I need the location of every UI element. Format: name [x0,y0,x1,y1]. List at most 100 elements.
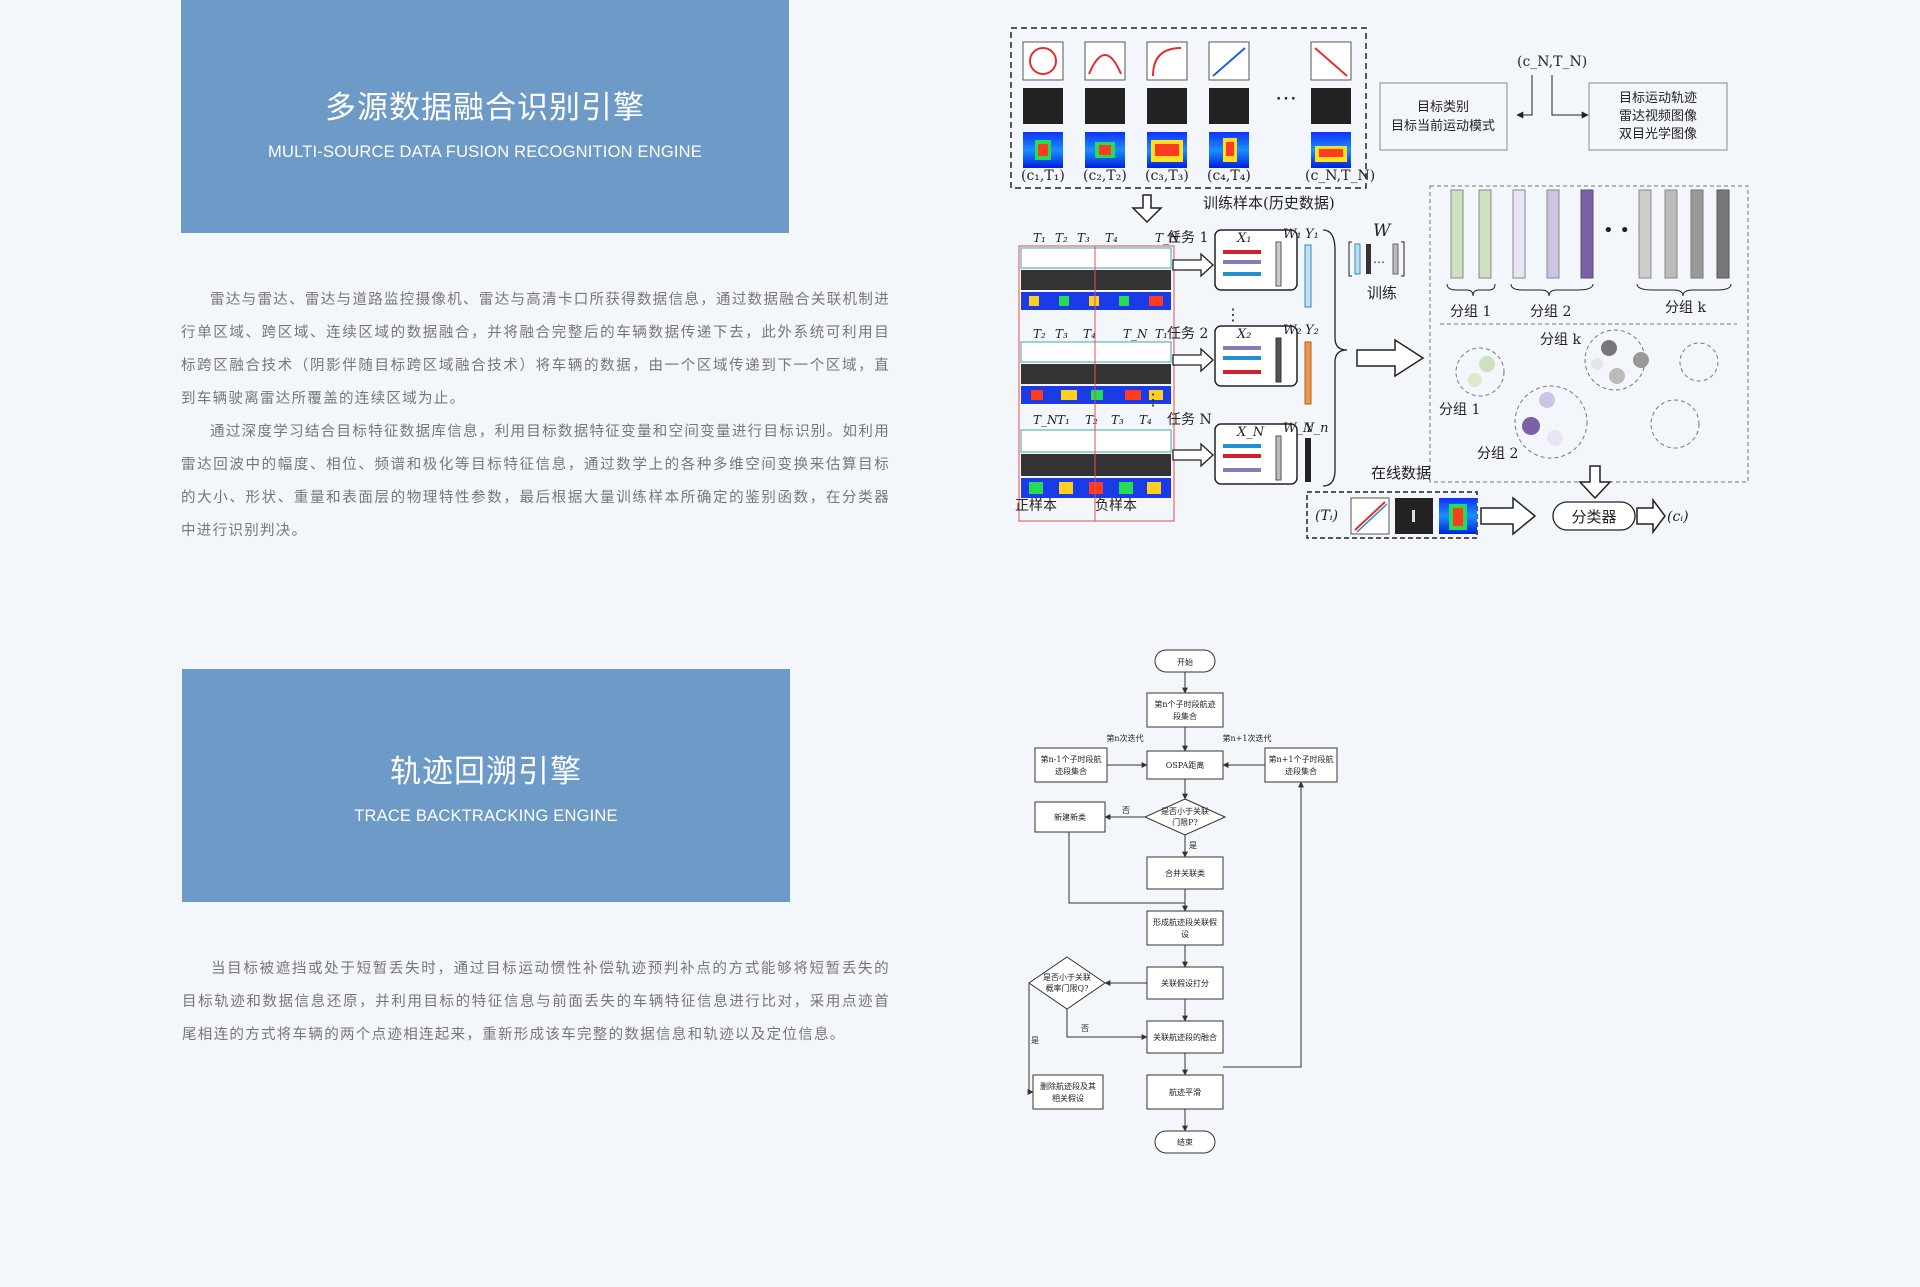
flow-hypothesis [1146,910,1224,946]
svg-text:T₁: T₁ [1033,231,1046,245]
svg-text:W₂: W₂ [1283,323,1302,338]
trace-backtracking-flowchart: 开始 第n个子时段航迹 段集合 第n次迭代 第n+1次迭代 第n-1个子时段航 … [1027,649,1338,1154]
svg-text:概率门限Q?: 概率门限Q? [1046,983,1089,993]
training-samples-box [1010,27,1367,189]
flow-n-segment [1146,692,1224,728]
section-subtitle: MULTI-SOURCE DATA FUSION RECOGNITION ENG… [268,142,702,161]
flow-decision-q [1028,956,1106,1010]
flow-score [1146,966,1224,1000]
svg-text:第n次迭代: 第n次迭代 [1106,733,1143,743]
svg-text:⋮: ⋮ [1225,305,1241,324]
fusion-recognition-diagram: ⋯ (c₁,T₁) (c₂,T₂) (c₃,T₃) (c₄,T₄) (c_N,T… [1010,27,1749,539]
online-data-label: 在线数据 [1371,464,1431,482]
svg-text:是否小于关联: 是否小于关联 [1161,806,1209,816]
svg-text:航迹平滑: 航迹平滑 [1169,1087,1201,1097]
section-subtitle: TRACE BACKTRACKING ENGINE [354,806,618,825]
positive-samples-label: 正样本 [1015,498,1057,514]
classifier-node [1552,501,1636,531]
svg-text:第n+1个子时段航: 第n+1个子时段航 [1269,754,1334,764]
section-banner-trace: 轨迹回溯引擎 TRACE BACKTRACKING ENGINE [182,669,790,902]
svg-text:(cᵢ): (cᵢ) [1667,509,1689,525]
svg-text:⋯: ⋯ [1275,86,1297,111]
svg-text:T_N: T_N [1123,327,1148,341]
svg-text:分组 2: 分组 2 [1477,446,1518,462]
sample-label: (c₂,T₂) [1083,168,1127,184]
svg-text:第n-1个子时段航: 第n-1个子时段航 [1041,754,1102,764]
svg-text:T_N: T_N [1155,231,1180,245]
paragraph: 通过深度学习结合目标特征数据库信息，利用目标数据特征变量和空间变量进行目标识别。… [181,424,890,539]
svg-text:目标类别: 目标类别 [1417,100,1469,115]
svg-text:目标当前运动模式: 目标当前运动模式 [1391,118,1495,134]
svg-text:Y₂: Y₂ [1305,323,1319,338]
svg-text:分类器: 分类器 [1571,508,1616,526]
svg-text:T_N: T_N [1033,413,1058,427]
section-title: 多源数据融合识别引擎 [325,89,645,126]
svg-text:T₁: T₁ [1057,413,1070,427]
svg-text:门限P?: 门限P? [1172,817,1198,827]
svg-text:迹段集合: 迹段集合 [1285,766,1317,776]
svg-text:段集合: 段集合 [1173,711,1197,721]
group-bars: • • • [1450,189,1730,279]
svg-text:X_N: X_N [1236,425,1265,440]
task-label: 任务 1 [1167,230,1208,246]
svg-text:相关假设: 相关假设 [1052,1093,1084,1103]
svg-text:Y_n: Y_n [1305,421,1328,436]
svg-text:X₂: X₂ [1236,327,1251,342]
svg-text:T₂: T₂ [1085,413,1098,427]
training-samples-label: 训练样本(历史数据) [1203,194,1335,212]
top-node-label: (c_N,T_N) [1517,54,1587,70]
right-arrow-icon [1356,338,1425,378]
svg-text:合并关联类: 合并关联类 [1165,868,1205,878]
svg-text:结束: 结束 [1177,1137,1193,1147]
sample-label: (c₁,T₁) [1021,168,1065,184]
paragraph: 雷达与雷达、雷达与道路监控摄像机、雷达与高清卡口所获得数据信息，通过数据融合关联… [181,292,890,407]
svg-text:T₃: T₃ [1077,231,1090,245]
svg-text:⋮: ⋮ [1145,390,1161,409]
flow-decision-p [1143,798,1227,836]
svg-text:T₂: T₂ [1055,231,1068,245]
svg-text:分组 k: 分组 k [1540,332,1581,348]
svg-text:开始: 开始 [1177,657,1193,667]
task-label: 任务 N [1167,412,1212,428]
w-main-label: W [1373,221,1392,241]
negative-samples-label: 负样本 [1095,498,1137,514]
svg-text:T₂: T₂ [1033,327,1046,341]
flow-smooth [1146,1074,1224,1110]
task-feature-boxes [1214,229,1298,485]
task-label: 任务 2 [1167,326,1208,342]
svg-text:分组 k: 分组 k [1665,300,1706,316]
svg-text:设: 设 [1181,929,1189,939]
down-arrow-icon [1578,465,1612,500]
section-banner-fusion: 多源数据融合识别引擎 MULTI-SOURCE DATA FUSION RECO… [181,0,789,233]
svg-text:OSPA距离: OSPA距离 [1166,760,1204,770]
svg-text:W_N: W_N [1283,421,1315,436]
svg-text:否: 否 [1081,1024,1089,1033]
svg-text:⋯: ⋯ [1373,255,1385,269]
svg-text:是: 是 [1189,841,1197,850]
task-sample-stacks: T₁ T₂ T₃ T₄ T_N T₂ T₃ T₄ T_N T₁ T_N T₁ T… [1018,231,1180,522]
svg-text:W₁: W₁ [1283,227,1302,242]
svg-text:• • •: • • • [1603,220,1646,241]
paragraph: 当目标被遮挡或处于短暂丢失时，通过目标运动惯性补偿轨迹预判补点的方式能够将短暂丢… [182,961,890,1043]
svg-text:X₁: X₁ [1236,231,1251,246]
svg-text:T₄: T₄ [1105,231,1118,245]
svg-text:雷达视频图像: 雷达视频图像 [1619,109,1697,124]
flow-prev-segment [1034,747,1108,783]
section-description: 当目标被遮挡或处于短暂丢失时，通过目标运动惯性补偿轨迹预判补点的方式能够将短暂丢… [182,953,890,1052]
svg-text:双目光学图像: 双目光学图像 [1619,126,1697,142]
sample-label: (c₄,T₄) [1207,168,1251,184]
svg-text:目标运动轨迹: 目标运动轨迹 [1619,91,1697,106]
svg-text:T₄: T₄ [1139,413,1152,427]
right-arrow-icon [1480,496,1537,536]
svg-text:删除航迹段及其: 删除航迹段及其 [1040,1081,1096,1091]
train-label: 训练 [1367,284,1397,302]
svg-text:分组 1: 分组 1 [1450,304,1491,320]
section-description: 雷达与雷达、雷达与道路监控摄像机、雷达与高清卡口所获得数据信息，通过数据融合关联… [181,284,890,548]
svg-text:关联假设打分: 关联假设打分 [1161,978,1209,988]
svg-text:是: 是 [1031,1036,1039,1045]
svg-text:T₁: T₁ [1155,327,1168,341]
svg-text:否: 否 [1122,806,1130,815]
sample-label: (c₃,T₃) [1145,168,1189,184]
flow-delete [1032,1074,1104,1110]
svg-text:关联航迹段的融合: 关联航迹段的融合 [1153,1032,1217,1042]
